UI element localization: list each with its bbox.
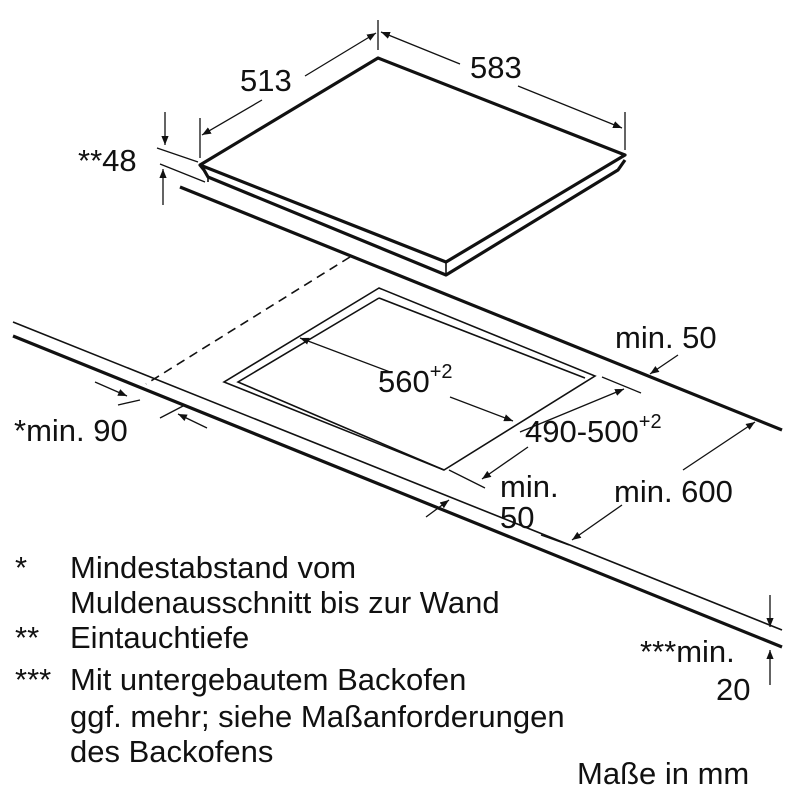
footnote-text: Muldenausschnitt bis zur Wand — [70, 585, 500, 620]
hob-drawing — [198, 56, 627, 277]
footnote-mark: *** — [15, 662, 51, 697]
rear-min-label: min. 50 — [615, 320, 717, 355]
counter-depth-label: min. 600 — [614, 474, 733, 509]
front-min-label-2: 50 — [500, 500, 534, 535]
front-min-label-1: min. — [500, 469, 559, 504]
countertop-front-top-edge — [12, 321, 783, 631]
hob-depth-label: 513 — [240, 63, 292, 98]
countertop-drawing — [12, 185, 783, 649]
footnote-mark: ** — [15, 620, 39, 655]
cutout-inner — [236, 297, 445, 471]
counter-thickness-label-2: 20 — [716, 672, 750, 707]
side-min-label: *min. 90 — [14, 413, 128, 448]
cutout-depth-value: 490-500 — [525, 414, 639, 449]
units-note: Maße in mm — [577, 756, 749, 791]
counter-thickness-label-1: ***min. — [640, 634, 735, 669]
cutout-width-tolerance: +2 — [430, 361, 453, 383]
footnote-text: des Backofens — [70, 734, 273, 769]
cutout-depth-tolerance: +2 — [639, 411, 662, 433]
immersion-depth-label: **48 — [78, 143, 137, 178]
cutout-width-label: 560+2 — [378, 361, 453, 399]
wall-reference-dashed — [145, 256, 351, 385]
cutout-depth-label: 490-500+2 — [525, 411, 662, 449]
dimension-lines — [94, 20, 774, 685]
cutout-width-value: 560 — [378, 364, 430, 399]
footnote-legend: * Mindestabstand vom Muldenausschnitt bi… — [15, 550, 565, 769]
footnote-text: Mit untergebautem Backofen — [70, 662, 466, 697]
footnote-text: Eintauchtiefe — [70, 620, 249, 655]
footnote-text: Mindestabstand vom — [70, 550, 356, 585]
footnote-mark: * — [15, 550, 27, 585]
countertop-rear-edge — [179, 185, 783, 432]
hob-width-label: 583 — [470, 50, 522, 85]
footnote-text: ggf. mehr; siehe Maßanforderungen — [70, 699, 565, 734]
hob-top-surface — [198, 56, 627, 264]
countertop-front-bottom-edge — [12, 334, 783, 649]
hob-body-edge — [198, 159, 627, 277]
